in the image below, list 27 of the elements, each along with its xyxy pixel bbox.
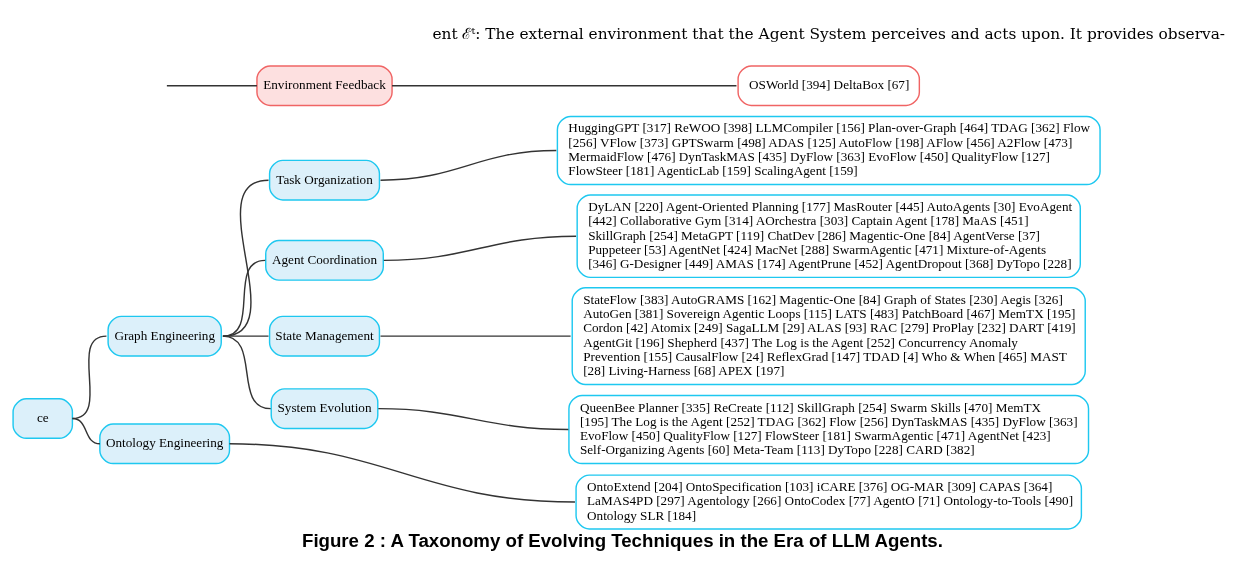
connector — [71, 417, 101, 445]
node-box: Graph Engineering — [107, 315, 222, 357]
node-box: QueenBee Planner [335] ReCreate [112] SkillGraph [254] Swarm Skills [470] MemTX [195] The Log is the Agent [252] TDAG [362] Flow [256] DynTaskMAS [435] DyFlow [363] EvoFlow [450] QualityFlow [127] FlowSteer [181] SwarmAgentic [471] AgentNet [423] Self-Organizing Agents [60] Meta-Team [113] DyTopo [228] CARD [382] — [568, 394, 1090, 465]
node-box: System Evolution — [270, 388, 379, 430]
node-box: Task Organization — [268, 159, 381, 201]
connector — [222, 335, 270, 337]
connector — [222, 335, 272, 410]
node-box: HuggingGPT [317] ReWOO [398] LLMCompiler [156] Plan-over-Graph [464] TDAG [362] Flow [256] VFlow [373] GPTSwarm [498] ADAS [125] AutoFlow [198] AFlow [456] A2Flow [473] MermaidFlow [476] DynTaskMAS [435] DyFlow [363] EvoFlow [450] QualityFlow [127] FlowSteer [181] AgenticLab [159] ScalingAgent [159] — [556, 115, 1101, 186]
connector — [379, 149, 557, 181]
node-box: Agent Coordination — [265, 239, 384, 281]
connector — [228, 443, 576, 503]
connector — [379, 335, 572, 337]
node-box: DyLAN [220] Agent-Oriented Planning [177] MasRouter [445] AutoAgents [30] EvoAgent [442] Collaborative Gym [314] AOrchestra [303] Captain Agent [178] MaAS [451] SkillGraph [254] MetaGPT [119] ChatDev [286] Magentic-One [84] AgentVerse [37] Puppeteer [53] AgentNet [424] MacNet [288] SwarmAgentic [471] Mixture-of-Agents [346] G-Designer [449] AMAS [174] AgentPrune [452] AgentDropout [368] DyTopo [228] — [576, 194, 1081, 279]
node-box: ce — [12, 398, 74, 440]
connector — [377, 407, 570, 431]
label: ent ℰᵗ: The external environment that the Agent System perceives and acts upon. It provides observa- — [432, 25, 1226, 44]
connector — [391, 85, 738, 87]
node-box: StateFlow [383] AutoGRAMS [162] Magentic-One [84] Graph of States [230] Aegis [326] AutoGen [381] Sovereign Agentic Loops [115] LATS [483] PatchBoard [467] MemTX [195] Cordon [42] Atomix [249] SagaLLM [29] ALAS [93] RAC [279] ProPlay [232] DART [419] AgentGit [196] Shepherd [437] The Log is the Agent [252] Concurrency Anomaly Prevention [155] CausalFlow [24] ReflexGrad [147] TDAD [4] Who & When [465] MAST [28] Living-Harness [68] APEX [197] — [571, 287, 1086, 386]
connector — [166, 85, 258, 87]
connector — [222, 179, 270, 337]
connector — [383, 235, 577, 262]
node-box: Ontology Engineering — [99, 423, 231, 465]
node-box: OSWorld [394] DeltaBox [67] — [737, 65, 921, 107]
node-box: State Management — [268, 315, 381, 357]
node-box: Environment Feedback — [256, 65, 393, 107]
node-box: OntoExtend [204] OntoSpecification [103] iCARE [376] OG-MAR [309] CAPAS [364] LaMAS4PD [297] Agentology [266] OntoCodex [77] AgentO [71] Ontology-to-Tools [490] Ontology SLR [184] — [575, 474, 1083, 530]
caption: Figure 2 : A Taxonomy of Evolving Techniques in the Era of LLM Agents. — [301, 530, 943, 552]
